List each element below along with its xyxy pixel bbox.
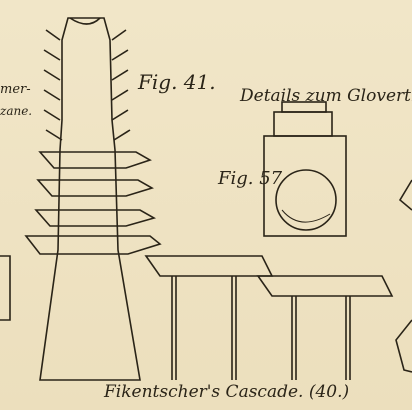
detail-circle <box>275 169 337 231</box>
cascade-caption: Fikentscher's Cascade. (40.) <box>104 382 350 402</box>
tray-1 <box>38 151 152 169</box>
table-1 <box>144 255 274 277</box>
figure-label-57: Fig. 57 <box>218 168 283 189</box>
tray-2 <box>36 179 155 197</box>
tower-body <box>39 17 141 381</box>
table-2 <box>256 275 394 297</box>
tray-4 <box>24 235 162 255</box>
details-heading: Details zum Gloverthu <box>240 86 412 106</box>
edge-text-top: mer- <box>0 82 31 97</box>
tray-3 <box>34 209 157 227</box>
figure-label-41: Fig. 41. <box>138 70 216 94</box>
edge-text-bottom: zane. <box>0 104 33 118</box>
